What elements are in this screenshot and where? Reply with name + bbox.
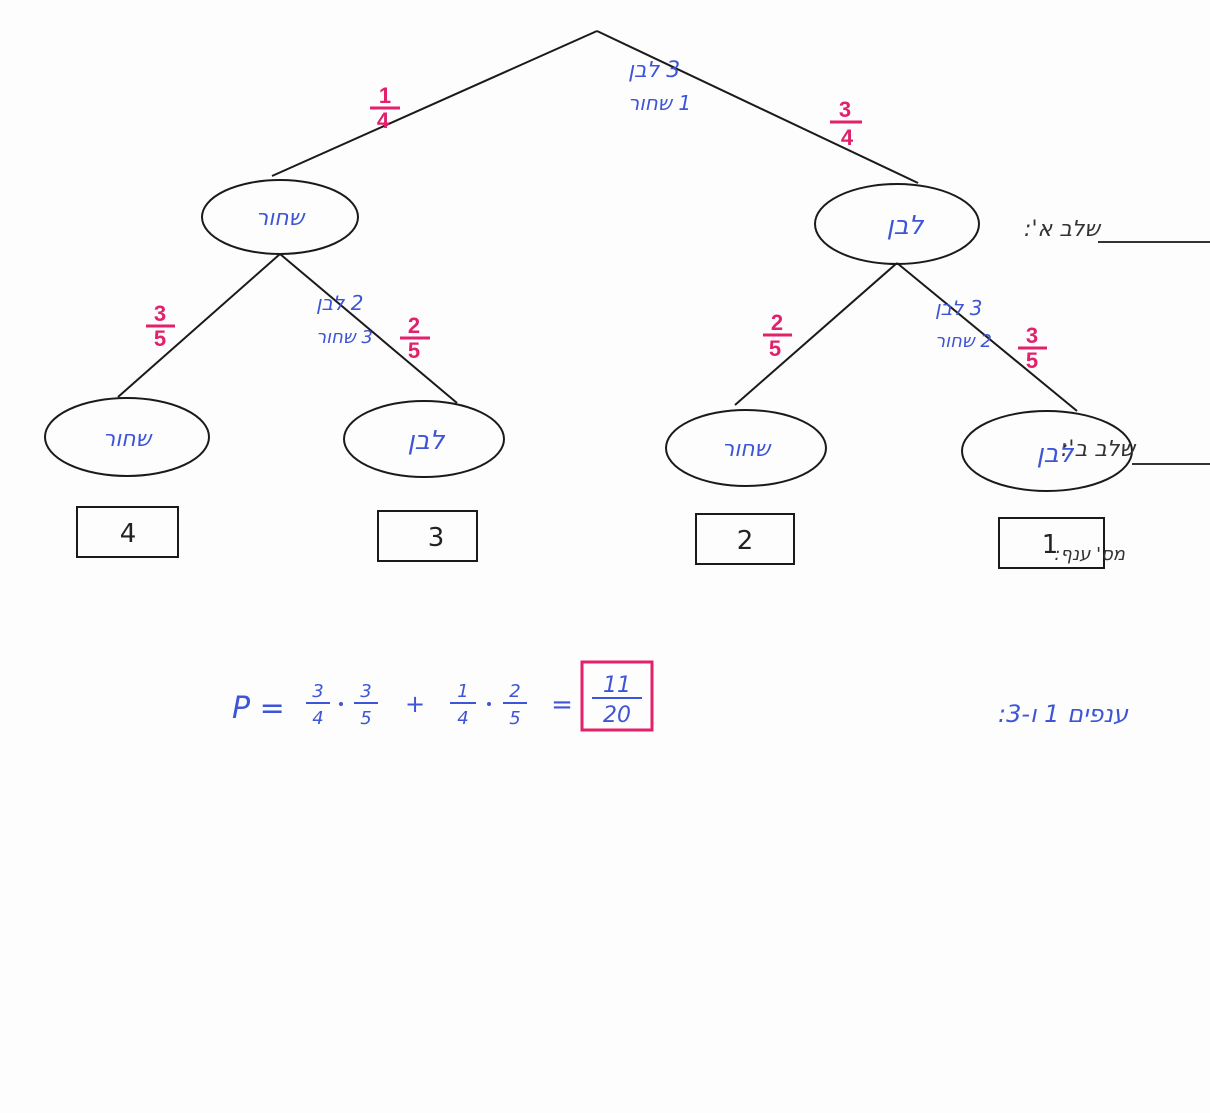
node-right-white xyxy=(814,183,980,265)
svg-text:3: 3 xyxy=(839,97,851,122)
svg-text:+: + xyxy=(405,690,425,718)
edge-root-right xyxy=(596,30,919,184)
left-contents-white: 2 לבן xyxy=(316,291,363,315)
edge-root-left xyxy=(271,30,598,177)
right-contents-white: 3 לבן xyxy=(935,296,982,320)
svg-text:4: 4 xyxy=(377,108,390,133)
branch-number-2: 2 xyxy=(737,526,754,556)
leaf-1-node xyxy=(961,410,1133,492)
svg-text:5: 5 xyxy=(408,338,420,363)
edge-left-leaf3 xyxy=(279,253,458,404)
stage2-label: שלב ב': xyxy=(1061,437,1136,462)
svg-text:4: 4 xyxy=(457,708,468,729)
prob-leaf1: 3 5 xyxy=(1018,323,1047,373)
svg-text:3: 3 xyxy=(1026,323,1038,348)
prob-root-right: 3 4 xyxy=(830,97,862,150)
branch-number-4: 4 xyxy=(120,519,137,549)
prob-root-left: 1 4 xyxy=(370,83,400,133)
node-left-label: שחור xyxy=(256,206,306,231)
svg-text:5: 5 xyxy=(509,708,520,729)
right-contents-black: 2 שחור xyxy=(935,331,992,352)
edge-left-leaf4 xyxy=(117,253,281,398)
svg-text:4: 4 xyxy=(841,125,854,150)
svg-text:5: 5 xyxy=(360,708,371,729)
branch-box-2 xyxy=(695,513,795,565)
svg-text:4: 4 xyxy=(312,708,323,729)
svg-text:20: 20 xyxy=(603,703,631,728)
svg-text:5: 5 xyxy=(1026,348,1038,373)
leaf-3-label: לבן xyxy=(408,426,446,456)
branch-box-3 xyxy=(377,510,478,562)
prob-leaf4: 3 5 xyxy=(146,301,175,351)
stage1-label: שלב א': xyxy=(1024,217,1101,242)
root-contents-white: 3 לבן xyxy=(628,58,680,83)
svg-text:=: = xyxy=(551,690,573,720)
svg-text:2: 2 xyxy=(509,681,520,702)
node-right-label: לבן xyxy=(887,211,925,241)
node-left-black xyxy=(201,179,359,255)
branch-number-label: מס' ענף: xyxy=(1054,544,1125,565)
leaf-2-label: שחור xyxy=(722,437,772,462)
root-contents-black: 1 שחור xyxy=(628,91,691,115)
branch-box-1 xyxy=(998,517,1105,569)
leaf-4-label: שחור xyxy=(103,427,153,452)
probability-formula: P = 3 4 3 5 + 1 4 2 5 = 11 20 xyxy=(232,660,654,732)
svg-text:11: 11 xyxy=(603,673,631,698)
prob-leaf3: 2 5 xyxy=(400,313,430,363)
edge-right-leaf1 xyxy=(896,262,1078,412)
leaf-4-node xyxy=(44,397,210,477)
left-contents-black: 3 שחור xyxy=(316,327,373,348)
branches-note: ענפים 1 ו-3: xyxy=(998,700,1129,728)
svg-text:2: 2 xyxy=(408,313,420,338)
leaf-1-label: לבן xyxy=(1037,439,1075,469)
svg-text:P =: P = xyxy=(232,691,285,726)
branch-number-1: 1 xyxy=(1042,530,1059,560)
prob-leaf2: 2 5 xyxy=(763,310,792,361)
svg-text:1: 1 xyxy=(379,83,391,108)
leaf-2-node xyxy=(665,409,827,487)
svg-text:3: 3 xyxy=(312,681,323,702)
svg-text:3: 3 xyxy=(360,681,371,702)
svg-text:2: 2 xyxy=(771,310,783,335)
svg-text:3: 3 xyxy=(154,301,166,326)
svg-text:5: 5 xyxy=(154,326,166,351)
svg-text:1: 1 xyxy=(457,681,468,702)
branch-box-4 xyxy=(76,506,179,558)
result-box xyxy=(580,660,654,732)
branch-number-3: 3 xyxy=(428,523,445,553)
svg-text:5: 5 xyxy=(769,336,781,361)
leaf-3-node xyxy=(343,400,505,478)
edge-right-leaf2 xyxy=(734,262,898,406)
